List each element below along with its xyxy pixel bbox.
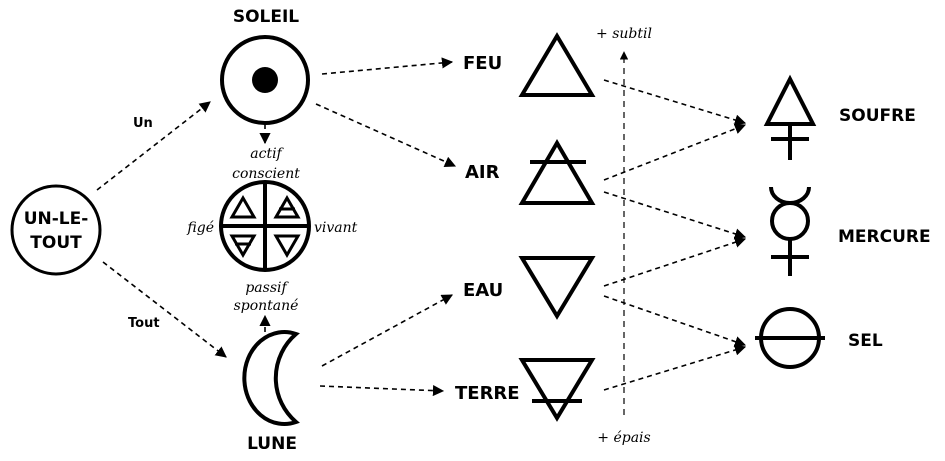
air-triangle-icon: [518, 139, 596, 205]
water-label: EAU: [463, 280, 503, 301]
moon-label: LUNE: [247, 434, 297, 454]
arrow-moon-water: [321, 294, 453, 367]
arrow-water-mercury: [603, 236, 747, 287]
arrow-air-sulfur: [603, 123, 747, 181]
quality-left: figé: [186, 220, 214, 236]
arrow-unity-sun: [96, 101, 211, 191]
unity-circle: [10, 184, 102, 276]
arrow-sun-air: [315, 103, 457, 168]
edge-label-un: Un: [133, 116, 153, 131]
unity-node: UN-LE- TOUT: [10, 184, 102, 276]
axis-top-label: + subtil: [596, 26, 652, 42]
sun-label: SOLEIL: [233, 7, 299, 27]
mercury-label: MERCURE: [838, 227, 931, 247]
arrow-earth-salt: [603, 344, 747, 391]
sun-circle-icon: [220, 35, 310, 125]
water-triangle-icon: [518, 256, 596, 320]
sun-dot-icon: [252, 67, 278, 93]
mercury-symbol-icon: [769, 186, 811, 276]
mini-water-icon: [273, 234, 301, 258]
salt-label: SEL: [848, 331, 883, 351]
sulfur-symbol-icon: [763, 74, 817, 160]
earth-label: TERRE: [455, 383, 520, 404]
sulfur-label: SOUFRE: [839, 106, 916, 126]
quality-right: vivant: [314, 220, 358, 236]
fire-label: FEU: [463, 53, 502, 74]
quality-bottom-2: spontané: [234, 298, 299, 314]
arrow-moon-earth: [319, 384, 445, 397]
unity-label-line2: TOUT: [30, 233, 82, 253]
arrow-air-mercury: [603, 191, 747, 240]
moon-crescent-icon: [242, 330, 300, 426]
edge-label-tout: Tout: [128, 316, 160, 331]
axis-bottom-label: + épais: [597, 430, 650, 446]
arrow-unity-moon: [102, 261, 227, 358]
qualities-wheel: actif conscient figé vivant passif spont…: [186, 146, 357, 314]
unity-label-line1: UN-LE-: [24, 209, 89, 229]
sun-node: SOLEIL: [220, 7, 310, 125]
quality-bottom-1: passif: [245, 280, 289, 296]
arrow-fire-sulfur: [603, 79, 747, 126]
arrow-water-salt: [603, 295, 747, 347]
air-label: AIR: [465, 162, 500, 183]
arrow-sun-fire: [321, 57, 454, 75]
quality-top-2: conscient: [232, 166, 300, 182]
moon-node: LUNE: [242, 330, 300, 454]
quality-top-1: actif: [250, 146, 284, 162]
salt-symbol-icon: [755, 307, 825, 369]
fire-triangle-icon: [518, 32, 596, 97]
mini-fire-icon: [229, 195, 257, 219]
earth-triangle-icon: [518, 358, 596, 422]
